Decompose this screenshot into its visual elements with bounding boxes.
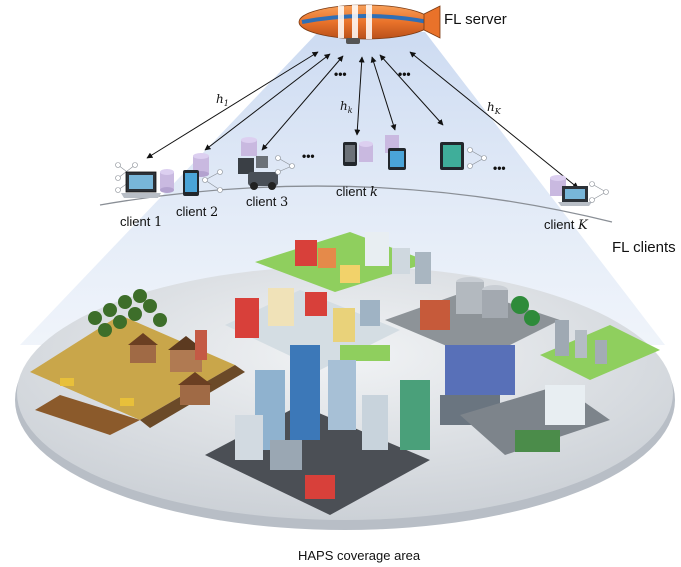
svg-text:client k: client k — [336, 184, 378, 200]
channel-label-hk: hk — [340, 99, 353, 115]
channel-label-h1: h1 — [216, 92, 229, 108]
svg-text:client 1: client 1 — [120, 214, 162, 230]
link-arrow-client-k — [354, 56, 365, 136]
ellipsis-clients-left: ••• — [302, 149, 315, 163]
client-tablet-device — [440, 142, 487, 170]
neural-net-icon — [275, 155, 295, 175]
client-label-2: client 2 — [176, 204, 218, 220]
client-3-device — [238, 137, 295, 190]
client-2-device — [183, 153, 223, 196]
downtown-region — [205, 345, 430, 515]
link-arrow-client-K — [409, 51, 579, 189]
svg-text:hk: hk — [340, 99, 353, 115]
svg-text:client 2: client 2 — [176, 204, 218, 220]
town-region — [225, 288, 400, 370]
fl-server-label: FL server — [444, 11, 507, 28]
ellipsis-server-right: ••• — [398, 67, 411, 81]
laptop-icon — [558, 186, 592, 206]
svg-text:client 3: client 3 — [246, 194, 288, 210]
channel-label-hK: hK — [487, 100, 502, 116]
robot-icon — [238, 156, 278, 190]
clients-horizon-arc — [99, 185, 613, 223]
database-icon — [359, 141, 373, 162]
client-k-device — [343, 135, 406, 170]
residential-region — [255, 232, 431, 292]
link-arrows — [146, 51, 579, 189]
neural-net-icon — [467, 147, 487, 169]
coverage-area-label: HAPS coverage area — [298, 548, 421, 563]
database-icon — [160, 169, 174, 193]
tablet-icon — [385, 135, 406, 170]
coverage-beam — [20, 32, 665, 345]
client-label-3: client 3 — [246, 194, 288, 210]
client-label-1: client 1 — [120, 214, 162, 230]
client-label-k: client k — [336, 184, 378, 200]
svg-text:client K: client K — [544, 217, 589, 233]
database-icon — [241, 137, 257, 156]
client-1-device — [115, 162, 174, 198]
farm-region — [30, 289, 245, 435]
phone-icon — [343, 142, 357, 166]
haps-airship-icon — [298, 4, 441, 44]
industrial-region — [385, 277, 660, 455]
phone-icon — [183, 170, 199, 196]
svg-text:h1: h1 — [216, 92, 229, 108]
link-arrow-client-3 — [261, 55, 344, 151]
neural-net-icon — [202, 169, 223, 193]
svg-text:hK: hK — [487, 100, 502, 116]
laptop-icon — [121, 171, 161, 198]
neural-net-icon — [589, 181, 609, 203]
fl-clients-label: FL clients — [612, 239, 676, 256]
ellipsis-clients-right: ••• — [493, 161, 506, 175]
client-K-device — [550, 175, 609, 206]
ellipsis-server-left: ••• — [334, 67, 347, 81]
client-label-K: client K — [544, 217, 589, 233]
